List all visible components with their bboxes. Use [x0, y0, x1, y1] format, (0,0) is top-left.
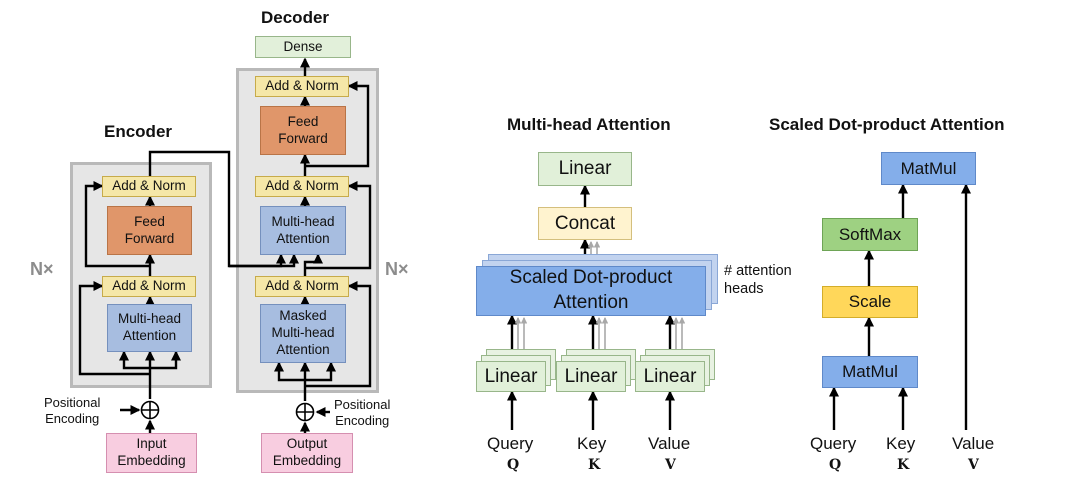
- decoder-positional-encoding: Positional Encoding: [334, 397, 391, 429]
- decoder-feed-forward: Feed Forward: [260, 106, 346, 155]
- decoder-add-norm-mid: Add & Norm: [255, 176, 349, 197]
- sdpa-matmul-top: MatMul: [881, 152, 976, 185]
- decoder-multi-head-attention: Multi-head Attention: [260, 206, 346, 255]
- encoder-add-norm-bottom: Add & Norm: [102, 276, 196, 297]
- sdpa-key-symbol: K: [897, 457, 910, 473]
- decoder-add-norm-bottom: Add & Norm: [255, 276, 349, 297]
- sdpa-value-symbol: V: [968, 457, 979, 473]
- decoder-repeat-label: N×: [385, 259, 409, 279]
- decoder-masked-multi-head-attention: Masked Multi-head Attention: [260, 304, 346, 363]
- scaled-dot-product-attention-title: Scaled Dot-product Attention: [769, 115, 1005, 134]
- output-embedding: Output Embedding: [261, 433, 353, 473]
- mha-concat: Concat: [538, 207, 632, 240]
- sdpa-query-label: Query: [810, 434, 857, 453]
- mha-linear-query: Linear: [476, 361, 546, 392]
- sdpa-key-label: Key: [886, 434, 916, 453]
- decoder-add-norm-top: Add & Norm: [255, 76, 349, 97]
- mha-key-symbol: K: [588, 457, 601, 473]
- encoder-multi-head-attention: Multi-head Attention: [107, 304, 192, 352]
- encoder-positional-encoding: Positional Encoding: [44, 395, 101, 427]
- mha-query-symbol: Q: [507, 457, 520, 473]
- sdpa-matmul-bottom: MatMul: [822, 356, 918, 388]
- decoder-dense: Dense: [255, 36, 351, 58]
- mha-query-label: Query: [487, 434, 534, 453]
- encoder-repeat-label: N×: [30, 259, 54, 279]
- mha-linear-top: Linear: [538, 152, 632, 186]
- sdpa-softmax: SoftMax: [822, 218, 918, 251]
- attention-heads-label: # attention heads: [724, 263, 792, 298]
- mha-value-symbol: V: [665, 457, 676, 473]
- sdpa-value-label: Value: [952, 434, 995, 453]
- sdpa-query-symbol: Q: [829, 457, 842, 473]
- input-embedding: Input Embedding: [106, 433, 197, 473]
- encoder-add-norm-top: Add & Norm: [102, 176, 196, 197]
- mha-scaled-dot-product-attention: Scaled Dot-product Attention: [476, 266, 706, 316]
- encoder-title: Encoder: [104, 122, 173, 141]
- mha-linear-value: Linear: [635, 361, 705, 392]
- mha-value-label: Value: [648, 434, 691, 453]
- mha-linear-key: Linear: [556, 361, 626, 392]
- encoder-feed-forward: Feed Forward: [107, 206, 192, 255]
- decoder-title: Decoder: [261, 8, 330, 27]
- sdpa-scale: Scale: [822, 286, 918, 318]
- mha-key-label: Key: [577, 434, 607, 453]
- multi-head-attention-title: Multi-head Attention: [507, 115, 671, 134]
